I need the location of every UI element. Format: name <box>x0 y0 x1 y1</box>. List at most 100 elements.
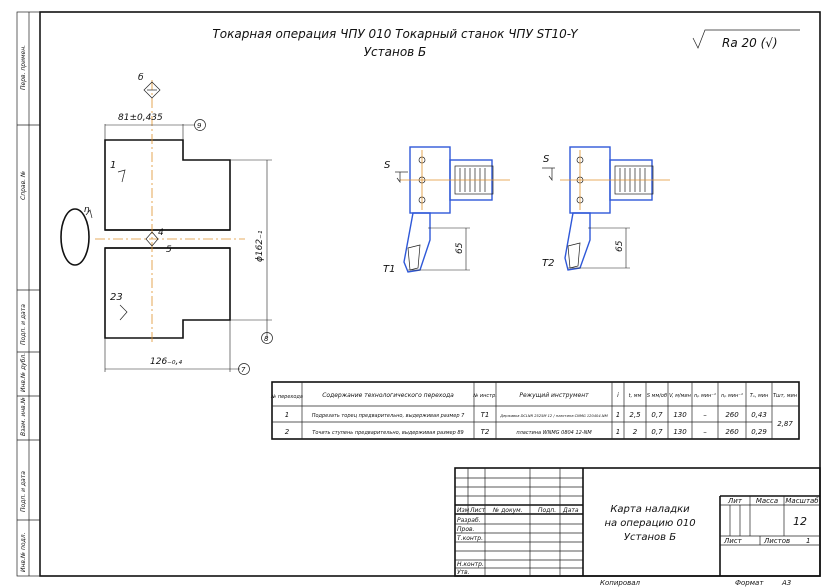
th-7: V, м/мин <box>669 393 692 399</box>
r2-c7: 130 <box>673 428 687 436</box>
r1-c5: 2,5 <box>629 411 641 419</box>
left-stamp: Перв. примен. Справ. № Подп. и дата Инв.… <box>16 11 41 577</box>
r1-c7: 130 <box>673 411 687 419</box>
r2-c3: пластина WNMG 0804 12-NM <box>516 430 592 436</box>
surface-label-5: 5 <box>166 245 172 255</box>
massa-label: Масса <box>756 497 778 505</box>
stamp-text-4: Взам. инв.№ <box>20 397 27 436</box>
balloon-top <box>194 119 206 131</box>
row-nkontr: Н.контр. <box>457 561 484 568</box>
surface-label-1: 1 <box>110 160 116 171</box>
rotation-symbol <box>60 208 90 266</box>
row-tkontr: Т.контр. <box>457 535 483 542</box>
th-1: Содержание технологического перехода <box>322 392 454 399</box>
footer-kopiroval: Копировал <box>600 579 641 587</box>
balloon-mid <box>261 332 273 344</box>
r2-c10: 0,29 <box>751 428 767 436</box>
r2-c4: 1 <box>616 428 620 436</box>
col-izm: Изм <box>457 507 470 514</box>
datum-label: б <box>138 73 144 83</box>
th-2: № инстр. <box>472 393 497 399</box>
r1-c6: 0,7 <box>651 411 663 419</box>
t1-feed: S <box>384 160 391 171</box>
th-11: Tшт, мин <box>773 393 798 399</box>
r2-c2: T2 <box>481 428 490 436</box>
th-3: Режущий инструмент <box>519 392 589 399</box>
balloon-bottom <box>238 363 250 375</box>
part-dimensions: 81±0,435 9 ϕ162₋₁ 8 126₋₀,₄ 7 <box>104 113 273 375</box>
surface-label-23: 23 <box>110 292 123 303</box>
r1-c9: 260 <box>725 411 739 419</box>
t1-name: T1 <box>383 264 395 275</box>
doc-title-3: Установ Б <box>624 532 676 543</box>
row-razrab: Разраб. <box>457 517 481 524</box>
row-prov: Пров. <box>457 526 475 533</box>
footer-format-value: А3 <box>781 579 791 587</box>
th-4: i <box>617 392 619 399</box>
r2-c5: 2 <box>633 428 638 436</box>
th-8: nₚ мин⁻¹ <box>694 393 716 399</box>
masshtab-label: Масштаб <box>785 497 819 505</box>
stamp-text-3: Инв.№ дубл. <box>20 353 27 392</box>
balloon-bottom-label: 7 <box>241 366 246 374</box>
r1-c10: 0,43 <box>751 411 767 419</box>
t1-dim: 65 <box>455 242 465 254</box>
r1-c1: Подрезать торец предварительно, выдержив… <box>312 413 465 419</box>
stamp-text-1: Справ. № <box>20 171 27 200</box>
col-podp: Подп. <box>538 507 556 514</box>
th-10: Tₒ, мин <box>750 393 769 399</box>
col-dokum: № докум. <box>492 507 523 514</box>
tool-t2: 65 T2 S <box>542 146 670 271</box>
balloon-top-label: 9 <box>197 122 202 130</box>
t2-name: T2 <box>542 258 554 269</box>
listov-label: Листов <box>763 537 790 545</box>
drawing-title: Токарная операция ЧПУ 010 Токарный стано… <box>212 27 579 41</box>
footer-format: Формат <box>735 579 764 587</box>
th-5: t, мм <box>629 393 642 399</box>
col-data: Дата <box>562 507 579 514</box>
stamp-text-0: Перв. примен. <box>20 45 27 90</box>
stamp-text-2: Подп. и дата <box>20 304 27 345</box>
r2-c9: 260 <box>725 428 739 436</box>
datum-symbol: б <box>138 73 161 247</box>
col-list: Лист <box>469 507 486 514</box>
title-block: Изм Лист № докум. Подп. Дата Разраб. Про… <box>454 467 821 577</box>
roughness-text: Ra 20 (√) <box>722 36 778 50</box>
doc-title-1: Карта наладки <box>610 504 690 515</box>
surface-label-4: 4 <box>158 228 164 238</box>
row-utv: Утв. <box>457 569 470 576</box>
r2-c8: – <box>703 428 707 436</box>
r2-c1: Точить ступень предварительно, выдержива… <box>312 430 463 436</box>
r1-c4: 1 <box>616 411 620 419</box>
tool-t1: 65 T1 S <box>383 146 510 275</box>
r1-c3: Державка DCLNR 2525M 12 / пластина CNMG … <box>499 414 607 418</box>
lit-label: Лит <box>727 497 743 505</box>
rotation-label: n <box>84 205 90 215</box>
list-label: Лист <box>723 537 743 545</box>
th-9: nₚ мин⁻¹ <box>721 393 743 399</box>
t2-dim: 65 <box>615 240 625 252</box>
r2-c0: 2 <box>285 428 290 436</box>
r2-c6: 0,7 <box>651 428 663 436</box>
doc-title-2: на операцию 010 <box>604 518 695 529</box>
operations-table: № перехода Содержание технологического п… <box>270 381 800 440</box>
th-0: № перехода <box>270 394 303 400</box>
sheet-frame <box>39 11 821 577</box>
t2-feed: S <box>543 154 550 165</box>
listov-value: 1 <box>806 537 810 545</box>
scale-value: 12 <box>793 515 807 528</box>
roughness-sign: Ra 20 (√) <box>692 29 800 50</box>
drawing-subtitle: Установ Б <box>364 45 427 59</box>
dim-length-total: 126₋₀,₄ <box>150 357 182 367</box>
balloon-mid-label: 8 <box>264 335 269 343</box>
th-6: S мм/об <box>647 393 667 399</box>
r1-c0: 1 <box>285 411 289 419</box>
dim-diameter: ϕ162₋₁ <box>255 230 265 262</box>
stamp-text-6: Инв.№ подл. <box>20 532 27 572</box>
stamp-text-5: Подп. и дата <box>20 471 27 512</box>
r1-c2: T1 <box>481 411 490 419</box>
tsht-total: 2,87 <box>777 420 793 428</box>
dim-length-top: 81±0,435 <box>118 113 163 123</box>
r1-c8: – <box>703 411 707 419</box>
